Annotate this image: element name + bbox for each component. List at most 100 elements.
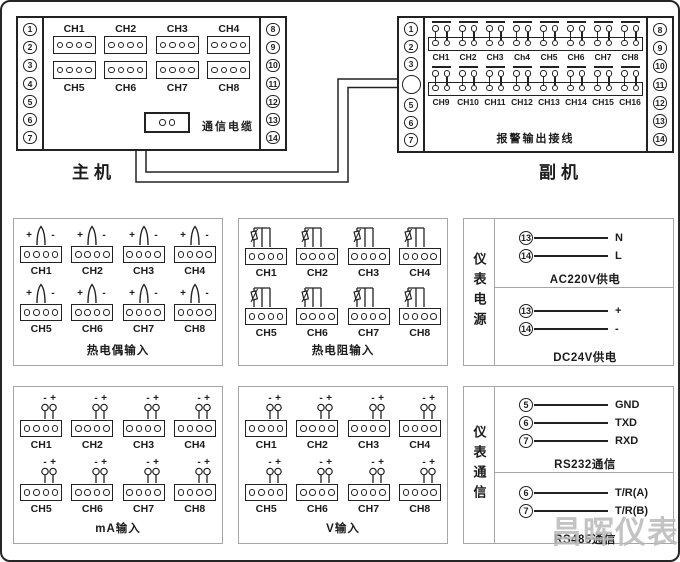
channel-terminal-block <box>122 420 165 437</box>
terminal-hole-icon <box>432 84 439 91</box>
terminal-number: 2 <box>23 40 37 55</box>
channel-bracket <box>512 66 532 68</box>
channel-label: CH7 <box>358 327 380 339</box>
terminal-number: 14 <box>653 132 667 147</box>
channel-bracket <box>539 21 559 23</box>
terminal-hole-icon <box>178 66 186 74</box>
terminal-hole-icon <box>632 84 639 91</box>
terminal-hole-icon <box>117 66 125 74</box>
terminal-strip-box <box>428 82 643 96</box>
terminal-hole-icon <box>309 253 316 260</box>
terminal-hole-icon <box>154 309 161 316</box>
input-channel-cell: CH7 <box>345 285 393 339</box>
channel-label: CH5 <box>30 503 52 515</box>
wire-segment <box>473 76 475 85</box>
wire-segment <box>569 31 571 40</box>
terminal-hole-icon <box>66 66 73 74</box>
wire-segment <box>488 76 490 85</box>
channel-label: CH4 <box>409 267 431 279</box>
aux-unit-title: 副机 <box>539 163 583 182</box>
input-channel-cell: CH1 <box>242 225 290 279</box>
svg-text:-: - <box>95 393 98 404</box>
terminal-hole-icon <box>513 39 520 46</box>
thermocouple-icon: + - <box>77 225 106 245</box>
input-channel-cell: - + CH6 <box>68 457 116 515</box>
channel-terminal-block <box>347 308 390 325</box>
terminal-hole-icon <box>486 70 493 77</box>
terminal-hole-icon <box>135 425 143 432</box>
terminal-row: 7 RXD <box>519 434 673 448</box>
terminal-hole-icon <box>196 489 203 496</box>
terminal-number: 9 <box>653 41 667 55</box>
channel-terminal-block <box>71 420 114 437</box>
terminal-label: RXD <box>615 435 639 447</box>
voltage-source-icon: - + <box>266 393 282 419</box>
terminal-hole-icon <box>108 41 115 49</box>
terminal-hole-icon <box>186 251 194 258</box>
channel-label: CH2 <box>306 267 328 279</box>
terminal-hole-icon <box>379 425 386 432</box>
channel-bracket <box>431 21 451 23</box>
svg-text:-: - <box>52 288 55 299</box>
svg-text:+: + <box>180 288 186 299</box>
wire-segment <box>446 31 448 40</box>
terminal-hole-icon <box>567 25 574 32</box>
rs232-caption: RS232通信 <box>554 459 616 471</box>
channel-label: Ch4 <box>513 52 531 62</box>
terminal-hole-icon <box>486 84 493 91</box>
wire-segment <box>635 31 637 40</box>
terminal-hole-icon <box>360 489 368 496</box>
terminal-number: 7 <box>519 434 533 448</box>
input-channel-cell: - + CH1 <box>242 393 290 451</box>
channel-label: CH11 <box>484 97 506 107</box>
channel-terminal-block <box>245 484 288 501</box>
terminal-hole-icon <box>605 39 612 46</box>
terminal-hole-icon <box>135 251 143 258</box>
channel-bracket <box>512 21 532 23</box>
wire-segment <box>596 76 598 85</box>
terminal-hole-icon <box>135 309 143 316</box>
channel-label: CH5 <box>255 327 277 339</box>
terminal-hole-icon <box>267 253 275 260</box>
terminal-hole-icon <box>186 425 194 432</box>
terminal-hole-icon <box>369 489 377 496</box>
input-channel-cell: + - CH8 <box>171 283 219 335</box>
terminal-hole-icon <box>159 41 167 49</box>
wire-segment <box>554 76 556 85</box>
terminal-hole-icon <box>186 309 194 316</box>
terminal-hole-icon <box>300 313 307 320</box>
power-side-label: 仪表电源 <box>471 252 487 332</box>
terminal-label: L <box>615 250 622 262</box>
current-source-icon: - + <box>41 457 57 483</box>
rs485-caption: RS485通信 <box>554 534 616 546</box>
terminal-hole-icon <box>605 84 612 91</box>
channel-bracket <box>539 66 559 68</box>
channel-bracket <box>458 21 478 23</box>
svg-text:-: - <box>320 457 323 468</box>
alarm-output-row-2: CH9 CH10 <box>427 66 644 109</box>
channel-label: CH7 <box>594 52 612 62</box>
terminal-hole-icon <box>177 425 185 432</box>
terminal-number: 7 <box>519 504 533 518</box>
channel-label: CH8 <box>184 503 206 515</box>
input-channel-cell: - + CH2 <box>293 393 341 451</box>
channel-terminal-block <box>398 248 441 265</box>
terminal-hole-icon <box>524 39 531 46</box>
terminal-number: 5 <box>519 398 533 412</box>
channel-terminal-block <box>20 246 63 263</box>
svg-text:-: - <box>52 230 55 241</box>
terminal-hole-icon <box>75 66 83 74</box>
section-caption: mA输入 <box>95 523 141 535</box>
terminal-hole-icon <box>328 253 335 260</box>
terminal-hole-icon <box>443 70 450 77</box>
terminal-hole-icon <box>470 84 477 91</box>
terminal-hole-icon <box>430 489 437 496</box>
terminal-hole-icon <box>154 425 161 432</box>
rtd-sensor-icon <box>352 287 374 307</box>
terminal-hole-icon <box>205 425 212 432</box>
channel-label: CH3 <box>133 439 155 451</box>
voltage-source-icon: - + <box>368 457 385 483</box>
channel-bracket <box>485 21 505 23</box>
terminal-number: 3 <box>404 57 418 71</box>
